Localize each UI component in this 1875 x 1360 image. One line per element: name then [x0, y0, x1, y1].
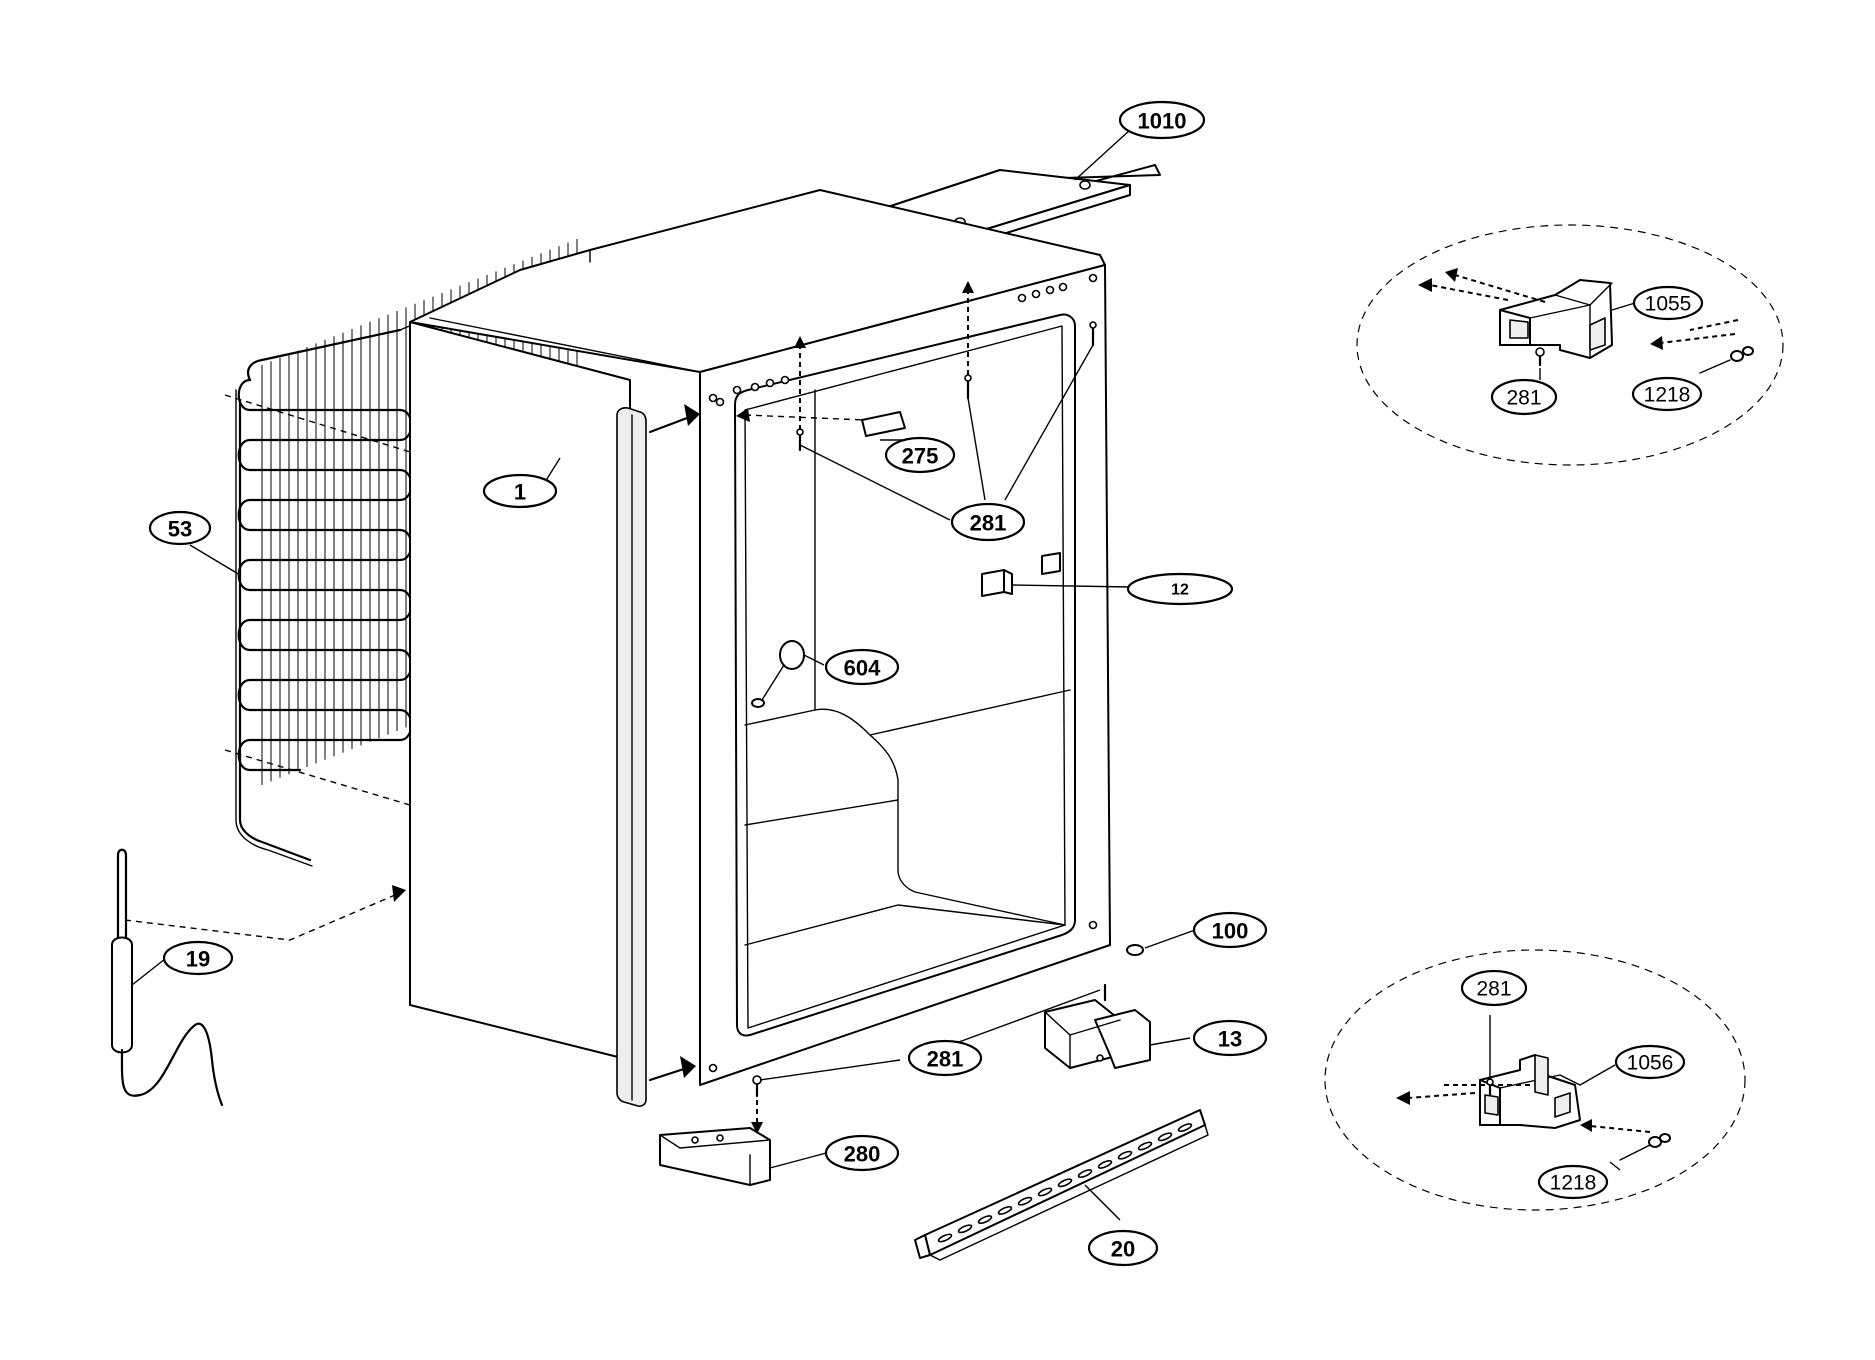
callout-280: 280	[824, 1134, 900, 1172]
rail-slot	[1037, 1187, 1053, 1197]
frame-hole	[715, 397, 725, 407]
callout-13: 13	[1192, 1019, 1268, 1057]
callout-1218-detail1055: 1218	[1631, 376, 1703, 412]
callout-53: 53	[148, 510, 212, 546]
screw-set-281-top	[794, 281, 1097, 452]
callout-label: 275	[902, 444, 939, 469]
frame-hole	[765, 378, 775, 388]
rail-slot	[957, 1224, 973, 1234]
callout-label: 281	[1506, 387, 1541, 410]
callout-label: 53	[168, 517, 192, 542]
cabinet-body	[409, 189, 1111, 1107]
frame-hole	[780, 375, 790, 385]
callout-label: 280	[844, 1142, 881, 1167]
callout-20: 20	[1087, 1229, 1159, 1267]
rail-slot	[1157, 1132, 1173, 1142]
bracket-13	[1044, 983, 1151, 1069]
callout-label: 1	[514, 480, 526, 505]
callout-label: 1218	[1550, 1172, 1597, 1195]
callout-label: 1218	[1644, 384, 1691, 407]
callout-281-detail1056: 281	[1460, 969, 1528, 1007]
frame-hole	[1031, 289, 1041, 299]
callout-label: 281	[927, 1047, 964, 1072]
rail-slot	[1017, 1196, 1033, 1206]
callout-label: 13	[1218, 1027, 1242, 1052]
callout-label: 1010	[1138, 109, 1187, 134]
detail-hinge-1056	[1324, 949, 1746, 1211]
lamp-socket-604	[751, 640, 805, 708]
callout-label: 12	[1171, 582, 1189, 599]
callout-604: 604	[824, 648, 900, 686]
rail-slot	[1057, 1178, 1073, 1188]
callout-275: 275	[884, 436, 956, 474]
callout-label: 100	[1212, 919, 1249, 944]
frame-hole	[1017, 293, 1027, 303]
support-foot-280	[659, 1075, 771, 1186]
rail-slot	[1137, 1141, 1153, 1151]
rail-slot	[1177, 1123, 1193, 1133]
callout-281-detail1055: 281	[1490, 378, 1558, 416]
rail-slot	[1097, 1159, 1113, 1169]
callout-1218-detail1056: 1218	[1537, 1164, 1609, 1200]
frame-hole	[1045, 285, 1055, 295]
callout-label: 20	[1111, 1237, 1135, 1262]
callout-100: 100	[1192, 911, 1268, 949]
callout-label: 1056	[1627, 1052, 1674, 1075]
callout-label: 19	[186, 947, 210, 972]
bracket-275	[736, 408, 906, 437]
callout-281-bottom: 281	[907, 1039, 983, 1077]
callout-label: 281	[1476, 978, 1511, 1001]
callout-label: 604	[844, 656, 881, 681]
frame-hole	[1088, 273, 1098, 283]
plate-hole	[1079, 180, 1091, 190]
callout-1010: 1010	[1118, 100, 1206, 140]
thermostat-sensor	[111, 848, 406, 1107]
callout-label: 1055	[1645, 293, 1692, 316]
callout-1: 1	[482, 473, 558, 509]
frame-hole	[708, 1063, 718, 1073]
washer-100	[1126, 944, 1144, 956]
rail-slot	[977, 1215, 993, 1225]
frame-hole	[750, 382, 760, 392]
rail-slot	[937, 1233, 953, 1243]
rail-slot	[1117, 1150, 1133, 1160]
callout-281-top: 281	[950, 502, 1026, 542]
rail-slot	[1077, 1169, 1093, 1179]
callout-1056: 1056	[1614, 1044, 1686, 1080]
callout-1055: 1055	[1632, 285, 1704, 321]
frame-hole	[732, 385, 742, 395]
frame-hole	[708, 393, 718, 403]
frame-hole	[1088, 920, 1098, 930]
frame-hole	[1058, 282, 1068, 292]
mounting-rail-20	[914, 1109, 1209, 1261]
rail-slot	[997, 1205, 1013, 1215]
callout-12: 12	[1126, 572, 1234, 606]
callout-19: 19	[162, 940, 234, 976]
detail-hinge-1055	[1356, 224, 1784, 466]
door-switch-12	[981, 552, 1061, 597]
callout-label: 281	[970, 511, 1007, 536]
